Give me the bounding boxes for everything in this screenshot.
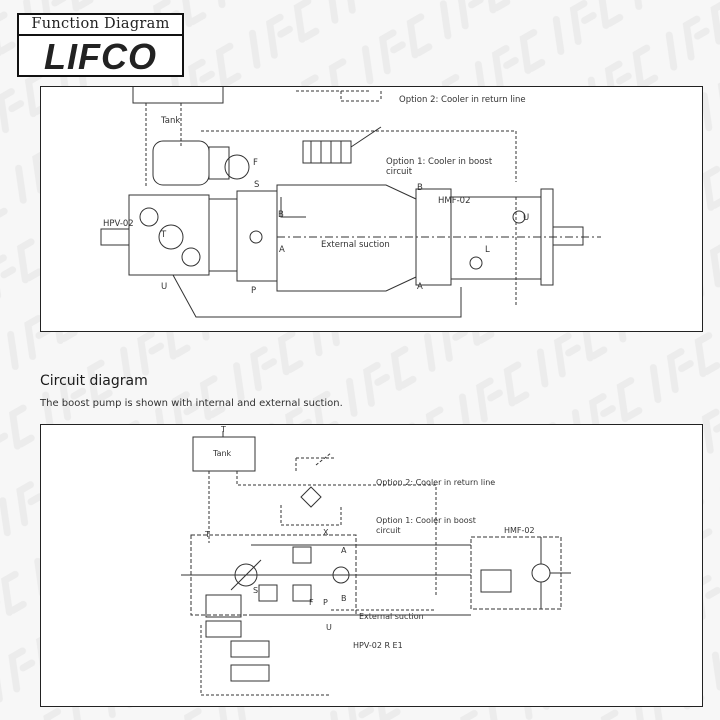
motor-shaft xyxy=(552,226,584,246)
fd-port-u-motor: U xyxy=(523,213,529,223)
external-suction-body xyxy=(276,184,417,292)
cooler-icon xyxy=(302,140,352,164)
circuit-port-u: U xyxy=(326,623,332,632)
fd-pump-label: HPV-02 xyxy=(103,219,134,229)
fd-option2-label: Option 2: Cooler in return line xyxy=(399,95,526,105)
circuit-diagram-drawing: Tank T Option 2: Cooler in return line O… xyxy=(181,425,571,696)
circuit-port-b: B xyxy=(341,594,347,603)
fd-port-l: L xyxy=(485,245,490,255)
pump-shaft xyxy=(100,228,130,246)
circuit-tank-label: Tank xyxy=(212,449,232,458)
circuit-port-p: P xyxy=(323,598,328,607)
fd-port-u-pump: U xyxy=(161,282,167,292)
circuit-motor-label: HMF-02 xyxy=(504,526,535,535)
circuit-diagram-subtitle: The boost pump is shown with internal an… xyxy=(40,398,343,409)
circuit-option1-label-2: circuit xyxy=(376,526,401,535)
fd-option1-label-2: circuit xyxy=(386,167,413,177)
header-title: Function Diagram xyxy=(19,15,182,36)
circuit-option2-label: Option 2: Cooler in return line xyxy=(376,478,495,487)
fd-port-a-motor: A xyxy=(417,282,423,292)
circuit-port-a: A xyxy=(341,546,347,555)
brand-logo: LIFCO xyxy=(44,36,157,77)
circuit-pump-label: HPV-02 R E1 xyxy=(353,641,403,650)
tank-block xyxy=(132,87,224,104)
function-diagram-panel: Tank Option 2: Cooler in return line Opt… xyxy=(40,86,703,332)
fd-port-p: P xyxy=(251,286,256,296)
brand-header: Function Diagram LIFCO xyxy=(17,13,184,77)
fd-external-suction-label: External suction xyxy=(321,240,390,250)
motor-symbol xyxy=(531,563,551,583)
fd-port-s: S xyxy=(254,180,259,190)
circuit-cooler-icon xyxy=(300,486,322,508)
circuit-tank xyxy=(192,436,256,472)
fd-port-a-pump: A xyxy=(279,245,285,255)
boost-pump-symbol xyxy=(332,566,350,584)
motor-body xyxy=(450,196,542,280)
fd-port-b-pump: B xyxy=(278,210,284,220)
circuit-port-t: T xyxy=(204,530,210,539)
circuit-port-s: S xyxy=(253,586,258,595)
circuit-diagram-title: Circuit diagram xyxy=(40,373,148,389)
circuit-port-f: F xyxy=(309,598,314,607)
fd-tank-label: Tank xyxy=(160,116,180,126)
fd-port-b-motor: B xyxy=(417,183,423,193)
circuit-external-suction-label: External suction xyxy=(359,612,424,621)
fd-port-t: T xyxy=(160,230,167,240)
circuit-port-x: X xyxy=(323,528,329,537)
circuit-option1-label-1: Option 1: Cooler in boost xyxy=(376,516,476,525)
function-diagram-drawing: Tank Option 2: Cooler in return line Opt… xyxy=(100,87,601,318)
control-block xyxy=(236,190,278,282)
circuit-tank-port-t: T xyxy=(220,425,226,434)
pump-body xyxy=(128,194,210,276)
circuit-diagram-panel: Tank T Option 2: Cooler in return line O… xyxy=(40,424,703,707)
motor-frame xyxy=(470,536,562,610)
fd-port-f: F xyxy=(253,158,258,168)
option2-line xyxy=(296,90,382,102)
electric-motor-icon xyxy=(152,140,210,186)
fd-option1-label-1: Option 1: Cooler in boost xyxy=(386,157,493,167)
fd-motor-label: HMF-02 xyxy=(438,196,471,206)
